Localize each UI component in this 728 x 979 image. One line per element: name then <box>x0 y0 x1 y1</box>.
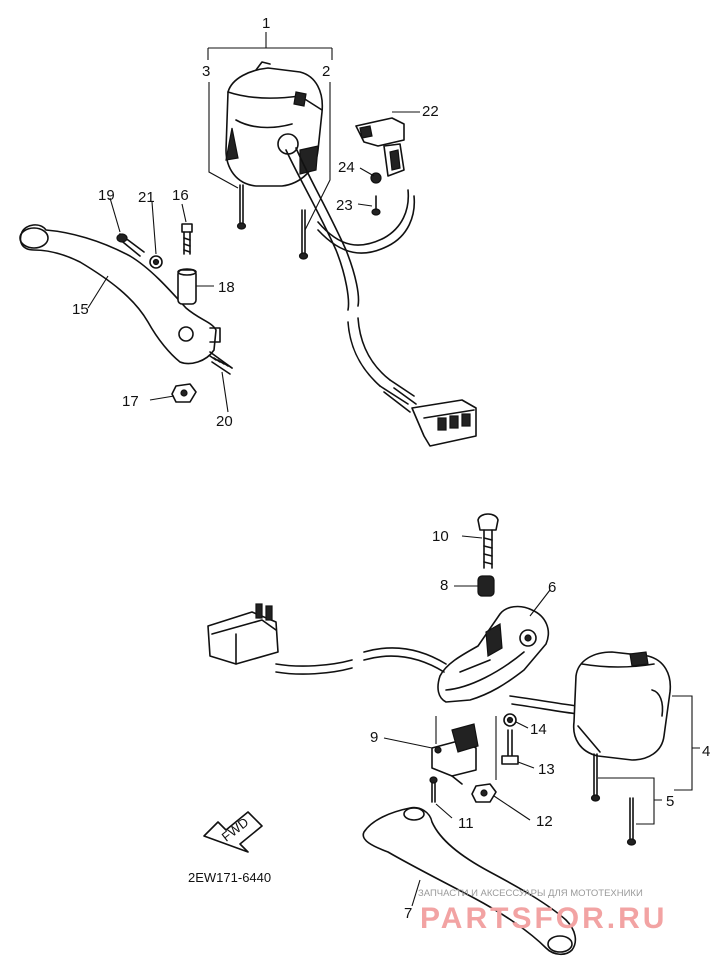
callout-21: 21 <box>138 189 155 206</box>
callout-1: 1 <box>262 15 270 32</box>
callout-6: 6 <box>548 579 556 596</box>
diagram-code: 2EW171-6440 <box>188 870 271 885</box>
bracket-5 <box>598 777 662 825</box>
washer-14 <box>503 713 517 727</box>
spring-20 <box>209 351 233 375</box>
callout-7: 7 <box>404 905 412 922</box>
collar-8 <box>477 575 495 597</box>
callout-3: 3 <box>202 63 210 80</box>
clutch-switch-22 <box>355 117 405 177</box>
bolt-13 <box>501 729 519 765</box>
callout-14: 14 <box>530 721 547 738</box>
callout-16: 16 <box>172 187 189 204</box>
nut-24 <box>370 172 382 184</box>
collar-18 <box>177 268 197 305</box>
forward-arrow: FWD <box>203 811 263 853</box>
right-switch-housing-4 <box>572 651 672 761</box>
bracket-1 <box>207 32 333 231</box>
switch-9 <box>431 723 479 785</box>
bracket-4 <box>672 695 700 791</box>
switch-9-guide <box>435 716 497 780</box>
bolt-10 <box>477 513 499 569</box>
left-switch-housing <box>225 61 324 187</box>
nut-12 <box>471 783 497 803</box>
callout-22: 22 <box>422 103 439 120</box>
callout-19: 19 <box>98 187 115 204</box>
nut-17 <box>171 383 197 403</box>
top-wire-harness <box>285 147 417 413</box>
callout-5: 5 <box>666 793 674 810</box>
leader-lines <box>87 111 551 907</box>
screw-11 <box>429 776 438 803</box>
callout-13: 13 <box>538 761 555 778</box>
callout-9: 9 <box>370 729 378 746</box>
screw-23 <box>371 195 381 216</box>
top-coupler <box>411 399 477 447</box>
screw-2 <box>298 209 309 260</box>
callout-8: 8 <box>440 577 448 594</box>
watermark-logo: PARTSFOR.RU <box>420 902 667 935</box>
bottom-coupler <box>207 603 279 665</box>
bottom-wire-harness <box>275 647 579 715</box>
callout-17: 17 <box>122 393 139 410</box>
lever-7 <box>362 806 577 956</box>
callout-23: 23 <box>336 197 353 214</box>
callout-15: 15 <box>72 301 89 318</box>
watermark-tagline: ЗАПЧАСТИ И АКСЕССУАРЫ ДЛЯ МОТОТЕХНИКИ <box>418 888 643 899</box>
callout-4: 4 <box>702 743 710 760</box>
callout-18: 18 <box>218 279 235 296</box>
callout-11: 11 <box>458 815 474 832</box>
screw-5b <box>626 797 637 846</box>
washer-21 <box>149 255 163 269</box>
bolt-16 <box>181 223 193 255</box>
lever-15 <box>19 224 221 365</box>
callout-24: 24 <box>338 159 355 176</box>
screw-5a <box>590 753 601 802</box>
callout-12: 12 <box>536 813 553 830</box>
callout-10: 10 <box>432 528 449 545</box>
lever-bracket-6 <box>437 605 550 703</box>
screw-3 <box>236 184 247 230</box>
bolt-19 <box>116 233 145 257</box>
callout-2: 2 <box>322 63 330 80</box>
callout-20: 20 <box>216 413 233 430</box>
